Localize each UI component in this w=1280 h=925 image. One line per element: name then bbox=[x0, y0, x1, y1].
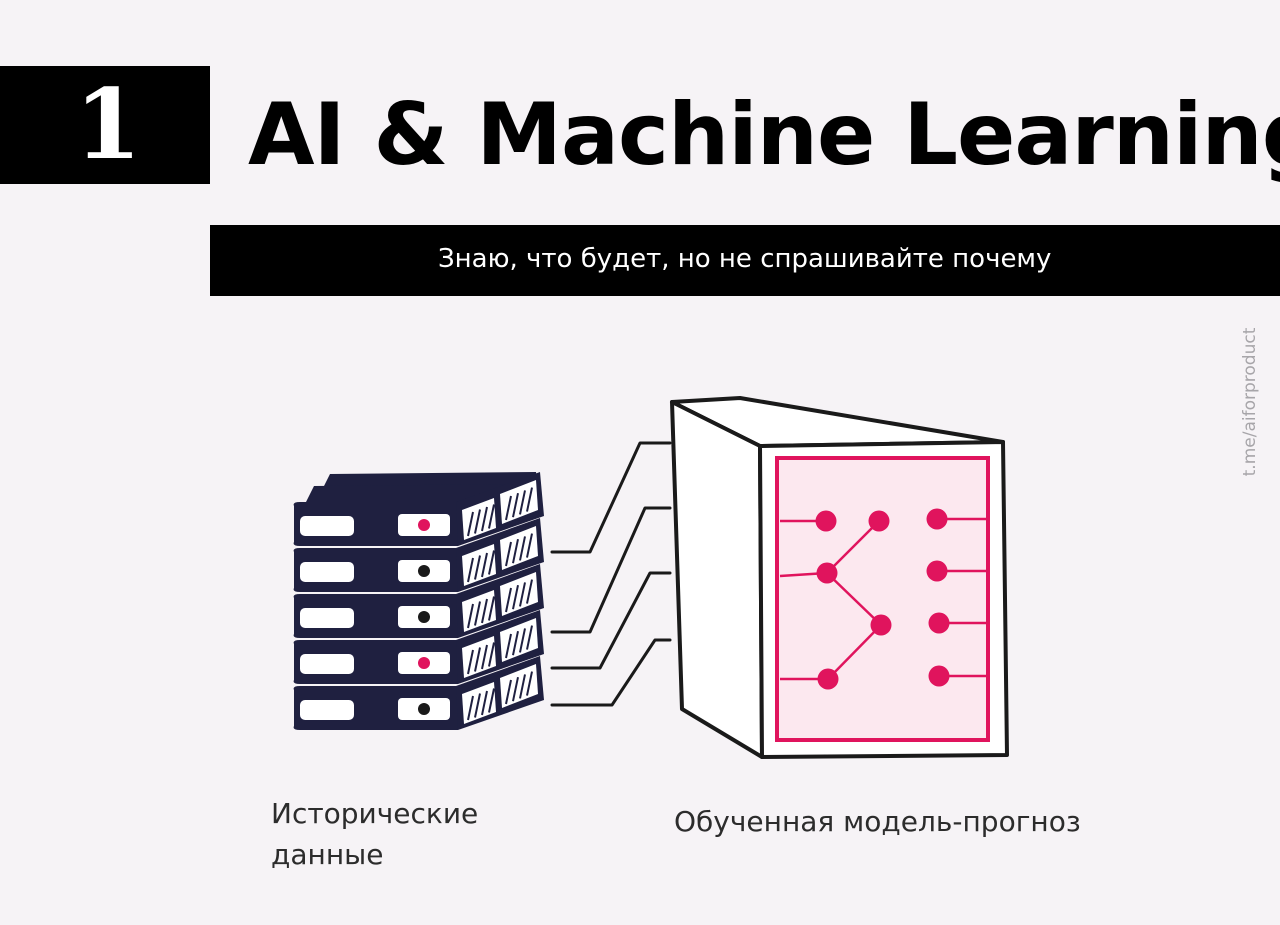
connector-line bbox=[550, 638, 672, 707]
neural-network-icon bbox=[779, 508, 986, 690]
server-drive-bay bbox=[300, 654, 354, 674]
page-title: AI & Machine Learning bbox=[248, 85, 1280, 185]
network-node bbox=[817, 668, 839, 690]
server-vent bbox=[526, 487, 533, 512]
server-vent bbox=[474, 555, 481, 580]
subtitle-bar: Знаю, что будет, но не спрашивайте почем… bbox=[210, 225, 1280, 296]
server-vent bbox=[519, 536, 526, 561]
network-node bbox=[926, 508, 948, 530]
server-unit bbox=[293, 656, 544, 730]
network-node bbox=[926, 560, 948, 582]
server-vent bbox=[512, 584, 519, 610]
server-vent bbox=[512, 538, 519, 564]
server-drive-bay bbox=[300, 562, 354, 582]
server-vent bbox=[481, 552, 488, 578]
server-led-icon bbox=[418, 611, 430, 623]
network-node bbox=[928, 612, 950, 634]
connector-line bbox=[550, 441, 672, 554]
server-unit bbox=[293, 518, 544, 592]
server-vent bbox=[481, 690, 488, 716]
server-led-icon bbox=[418, 519, 430, 531]
network-node bbox=[815, 510, 837, 532]
server-side-slot bbox=[500, 572, 538, 616]
server-vent bbox=[505, 633, 512, 659]
server-vent bbox=[467, 557, 474, 583]
server-vent bbox=[467, 603, 474, 629]
network-node bbox=[870, 614, 892, 636]
server-unit bbox=[293, 472, 544, 546]
caption-historical-line2: данные bbox=[271, 837, 384, 871]
server-unit bbox=[293, 610, 544, 684]
caption-historical-line1: Исторические bbox=[271, 797, 479, 830]
model-box-screen bbox=[775, 456, 990, 742]
network-node bbox=[816, 562, 838, 584]
connector-line bbox=[550, 571, 672, 670]
server-vent bbox=[519, 490, 526, 515]
server-vent bbox=[526, 579, 533, 604]
caption-trained-model: Обученная модель-прогноз bbox=[674, 805, 1081, 838]
server-vent bbox=[519, 674, 526, 699]
server-drive-bay bbox=[300, 608, 354, 628]
server-vent bbox=[474, 509, 481, 534]
server-vent bbox=[512, 492, 519, 518]
server-vent bbox=[467, 695, 474, 721]
server-vent bbox=[505, 541, 512, 567]
connector-lines bbox=[550, 441, 672, 707]
server-drive-bay bbox=[300, 700, 354, 720]
model-box-side bbox=[670, 400, 764, 759]
network-edge bbox=[826, 572, 882, 626]
server-led-icon bbox=[418, 657, 430, 669]
network-node bbox=[868, 510, 890, 532]
server-vent bbox=[512, 676, 519, 702]
server-vent bbox=[526, 625, 533, 650]
server-vent bbox=[488, 688, 495, 713]
server-vent bbox=[481, 644, 488, 670]
server-vent bbox=[467, 649, 474, 675]
server-vent bbox=[526, 671, 533, 696]
server-unit bbox=[293, 564, 544, 638]
server-vent bbox=[488, 596, 495, 621]
server-vent bbox=[467, 511, 474, 537]
server-side-slot bbox=[500, 618, 538, 662]
server-vent bbox=[488, 504, 495, 529]
server-vent bbox=[488, 642, 495, 667]
server-side-slot bbox=[500, 526, 538, 570]
server-vent bbox=[481, 598, 488, 624]
server-vent bbox=[474, 601, 481, 626]
server-vent bbox=[505, 587, 512, 613]
server-vent bbox=[519, 628, 526, 653]
server-side-slot bbox=[500, 480, 538, 524]
server-vent bbox=[526, 533, 533, 558]
server-led-icon bbox=[418, 703, 430, 715]
server-vent bbox=[512, 630, 519, 656]
server-vent bbox=[481, 506, 488, 532]
subtitle-text: Знаю, что будет, но не спрашивайте почем… bbox=[438, 244, 1052, 274]
server-stack-icon bbox=[293, 472, 544, 730]
model-box-icon bbox=[670, 396, 1009, 759]
connector-line bbox=[550, 506, 672, 634]
server-drive-bay bbox=[300, 516, 354, 536]
server-vent bbox=[519, 582, 526, 607]
server-vent bbox=[505, 495, 512, 521]
caption-historical-data: Исторические данные bbox=[271, 794, 478, 875]
server-vent bbox=[474, 647, 481, 672]
section-number-block: 1 bbox=[0, 66, 210, 184]
section-number: 1 bbox=[74, 68, 142, 181]
server-vent bbox=[488, 550, 495, 575]
server-led-icon bbox=[418, 565, 430, 577]
network-edge bbox=[827, 624, 882, 680]
network-edge bbox=[826, 520, 880, 574]
network-node bbox=[928, 665, 950, 687]
server-vent bbox=[505, 679, 512, 705]
server-vent bbox=[474, 693, 481, 718]
server-side-slot bbox=[500, 664, 538, 708]
